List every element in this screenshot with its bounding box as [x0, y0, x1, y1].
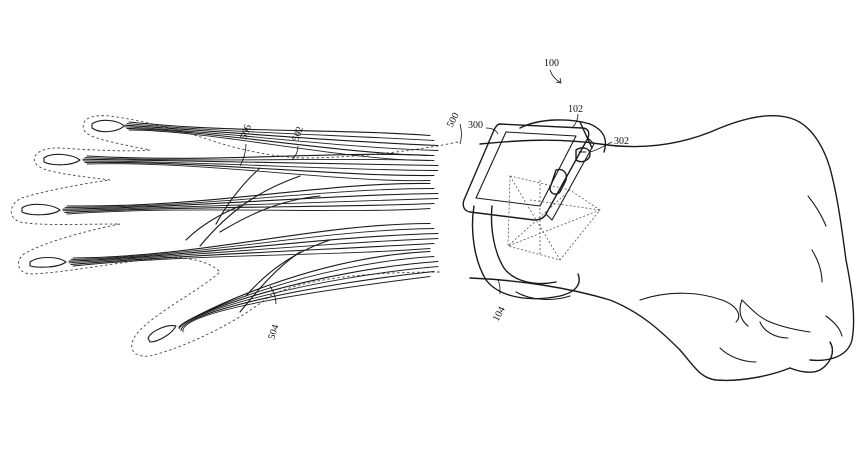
tendon-line [66, 208, 431, 215]
fingertips [21, 119, 177, 343]
tendon-line [124, 126, 439, 151]
tendon-line [126, 123, 435, 141]
label-506: 506 [238, 123, 253, 141]
label-300: 300 [468, 120, 483, 131]
tendon-line [68, 232, 439, 262]
tendon-line [128, 121, 431, 137]
tendon-line [64, 188, 435, 209]
tendon-line [82, 160, 439, 171]
tendon-line [182, 250, 431, 325]
watch-housing [462, 123, 595, 221]
tendon-line [180, 270, 435, 331]
tendon-line [86, 153, 431, 159]
tendon-line [84, 161, 435, 177]
tendon-line [62, 192, 439, 210]
tendon-line [82, 158, 439, 167]
tendon-line [66, 182, 431, 207]
tendon-crossing [245, 239, 331, 297]
tendon-line [178, 266, 439, 330]
label-302: 302 [614, 136, 629, 147]
tendon-line [62, 198, 439, 212]
tendon-crossing [185, 205, 241, 241]
tendon-line [86, 163, 431, 182]
tendon-crossing [215, 167, 261, 225]
tendon-line [178, 260, 439, 328]
tendon-line [70, 228, 435, 261]
tendon-line [124, 124, 439, 147]
tendon-crossing [219, 195, 321, 233]
label-504: 504 [266, 323, 281, 341]
tendon-line [182, 276, 431, 333]
label-100: 100 [544, 58, 559, 69]
tendon-line [180, 256, 435, 327]
label-502: 502 [290, 125, 305, 143]
sensor-field [507, 175, 601, 261]
tendon-line [72, 222, 431, 259]
reference-labels: 100 102 302 300 500 502 506 504 104 [238, 58, 629, 341]
virtual-hand-outline [10, 115, 459, 357]
label-500: 500 [445, 111, 462, 129]
label-102: 102 [568, 104, 583, 115]
tendon-line [72, 248, 431, 267]
watch-band [471, 119, 607, 301]
tendon-line [68, 238, 439, 264]
tendon-line [70, 242, 435, 265]
tendon-line [128, 129, 431, 161]
arm-and-fist [469, 114, 855, 382]
tendon-line [126, 127, 435, 157]
tendon-line [84, 157, 435, 161]
tendon-lines [62, 121, 439, 333]
tendon-line [64, 202, 435, 213]
tendon-crossing [239, 251, 301, 313]
tendon-crossing [199, 175, 301, 247]
label-104: 104 [491, 305, 508, 323]
